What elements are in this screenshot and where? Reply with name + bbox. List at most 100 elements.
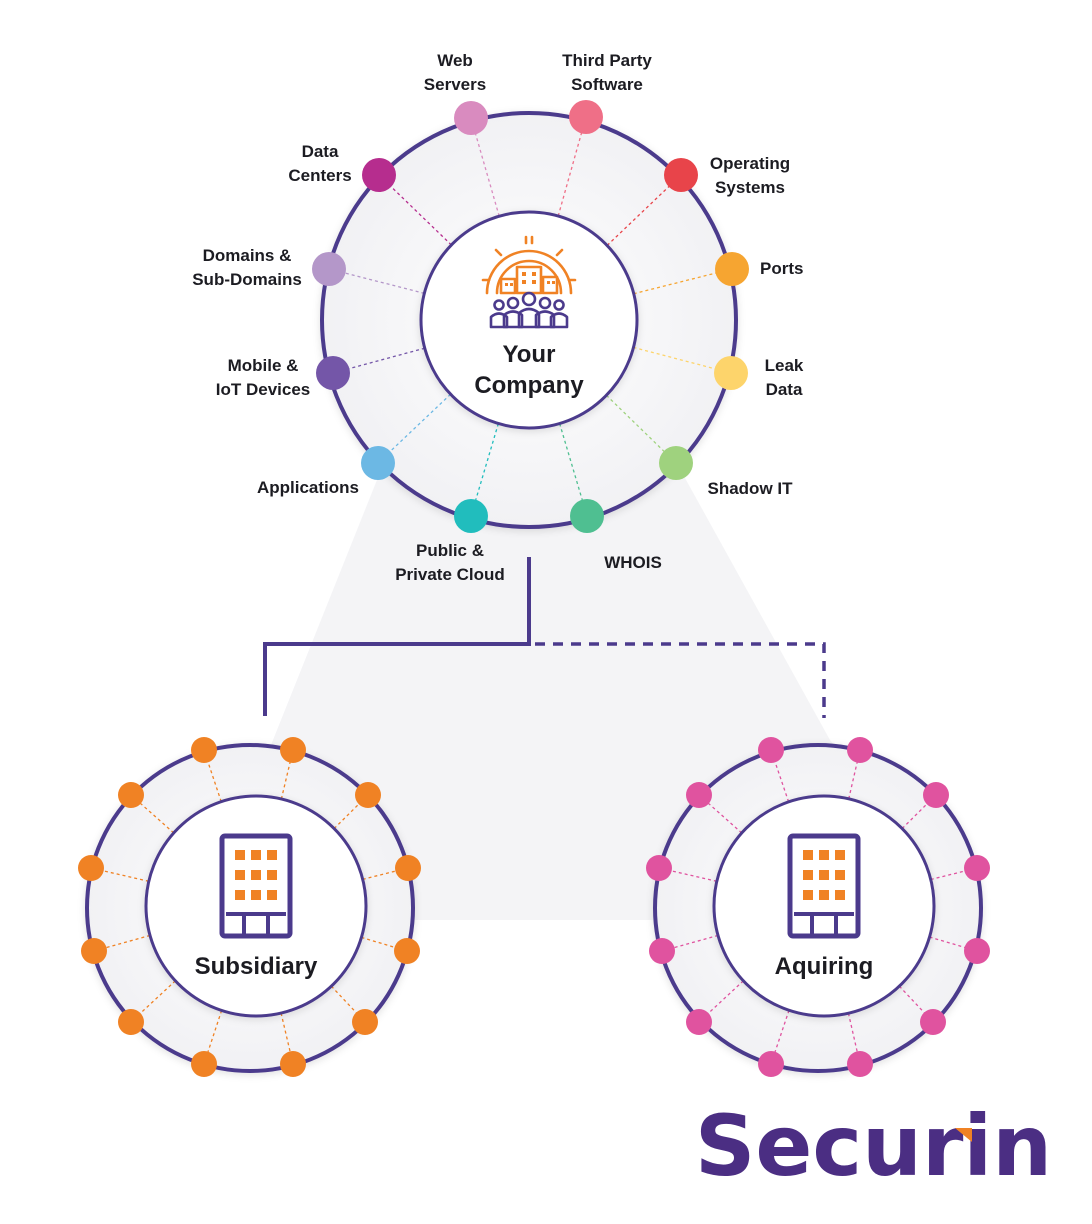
- aquiring-nodes: [646, 737, 990, 1077]
- acq-node: [646, 855, 672, 881]
- node-mobile-iot-devices: [316, 356, 350, 390]
- label-public-private-cloud-line2: Private Cloud: [395, 565, 505, 584]
- label-whois-line1: WHOIS: [604, 553, 662, 572]
- securin-logo: Securin: [695, 1097, 1052, 1195]
- node-applications: [361, 446, 395, 480]
- label-data-centers-line2: Centers: [288, 166, 351, 185]
- label-domains-sub-domains-line1: Domains &: [203, 246, 292, 265]
- building-window: [251, 890, 261, 900]
- sub-node: [395, 855, 421, 881]
- main-inner-circle: [419, 210, 639, 430]
- node-operating-systems: [664, 158, 698, 192]
- building-outline: [787, 833, 861, 939]
- node-domains-sub-domains: [312, 252, 346, 286]
- building-window: [235, 850, 245, 860]
- sub-spoke: [330, 985, 366, 1023]
- subsidiary-nodes: [78, 737, 421, 1077]
- your-company-title-line1: Your: [503, 341, 556, 368]
- acq-node: [758, 737, 784, 763]
- building-window: [835, 870, 845, 880]
- building-window: [835, 850, 845, 860]
- acq-node: [649, 938, 675, 964]
- sub-node: [191, 1051, 217, 1077]
- label-public-private-cloud-line1: Public &: [416, 541, 484, 560]
- label-third-party-software-line2: Software: [571, 75, 643, 94]
- sub-spoke: [361, 936, 408, 952]
- spoke-applications: [377, 393, 452, 464]
- node-ports: [715, 252, 749, 286]
- aquiring-inner-circle: [712, 794, 936, 1018]
- building-outline: [219, 833, 293, 939]
- acq-spoke: [901, 794, 937, 830]
- label-mobile-iot-devices-line2: IoT Devices: [216, 380, 311, 399]
- subsidiary-connector: [263, 557, 531, 716]
- node-public-private-cloud: [454, 499, 488, 533]
- label-operating-systems-line2: Systems: [715, 178, 785, 197]
- office-building-icon: [787, 833, 861, 939]
- building-window: [819, 890, 829, 900]
- sub-node: [280, 1051, 306, 1077]
- acq-node: [847, 737, 873, 763]
- acq-node: [686, 782, 712, 808]
- sub-node: [81, 938, 107, 964]
- logo-accent-mark: [955, 1128, 972, 1142]
- sub-node: [352, 1009, 378, 1035]
- node-whois: [570, 499, 604, 533]
- label-data-centers-line1: Data: [302, 142, 339, 161]
- sub-node: [78, 855, 104, 881]
- aquiring-connector: [535, 642, 826, 718]
- main-hub-nodes: [312, 100, 749, 533]
- acq-spoke: [929, 936, 978, 952]
- aquiring-hub: Aquiring: [646, 737, 990, 1077]
- label-operating-systems-line1: Operating: [710, 154, 790, 173]
- label-leak-data-line2: Data: [766, 380, 803, 399]
- spoke-data-centers: [378, 174, 452, 246]
- node-data-centers: [362, 158, 396, 192]
- acq-node: [964, 855, 990, 881]
- building-window: [267, 850, 277, 860]
- label-web-servers-line2: Servers: [424, 75, 486, 94]
- subsidiary-hub: Subsidiary: [78, 737, 421, 1077]
- label-leak-data-line1: Leak: [765, 356, 804, 375]
- building-window: [251, 850, 261, 860]
- node-third-party-software: [569, 100, 603, 134]
- spoke-operating-systems: [606, 174, 682, 246]
- company-gear-building-icon: [481, 235, 577, 329]
- acq-spoke: [930, 867, 978, 881]
- acq-node: [758, 1051, 784, 1077]
- subsidiary-inner-circle: [144, 794, 368, 1018]
- office-building-icon: [219, 833, 293, 939]
- sub-node: [394, 938, 420, 964]
- aquiring-title: Aquiring: [775, 953, 874, 980]
- building-window: [819, 850, 829, 860]
- node-shadow-it: [659, 446, 693, 480]
- label-ports-line1: Ports: [760, 259, 803, 278]
- spoke-third-party-software: [557, 116, 587, 217]
- building-window: [835, 890, 845, 900]
- sub-node: [118, 1009, 144, 1035]
- spoke-domains-sub-domains: [328, 268, 425, 294]
- label-applications-line1: Applications: [257, 478, 359, 497]
- sub-spoke: [333, 794, 369, 830]
- spoke-web-servers: [470, 117, 500, 217]
- acq-spoke: [898, 985, 934, 1023]
- building-window: [235, 870, 245, 880]
- acq-node: [964, 938, 990, 964]
- building-window: [267, 870, 277, 880]
- acq-node: [920, 1009, 946, 1035]
- sub-node: [355, 782, 381, 808]
- your-company-title-line2: Company: [474, 372, 584, 399]
- sub-node: [118, 782, 144, 808]
- node-leak-data: [714, 356, 748, 390]
- building-window: [267, 890, 277, 900]
- acq-node: [686, 1009, 712, 1035]
- building-window: [803, 850, 813, 860]
- logo-text: Securin: [695, 1097, 1052, 1195]
- label-domains-sub-domains-line2: Sub-Domains: [192, 270, 302, 289]
- acq-spoke: [848, 749, 861, 799]
- node-web-servers: [454, 101, 488, 135]
- building-window: [251, 870, 261, 880]
